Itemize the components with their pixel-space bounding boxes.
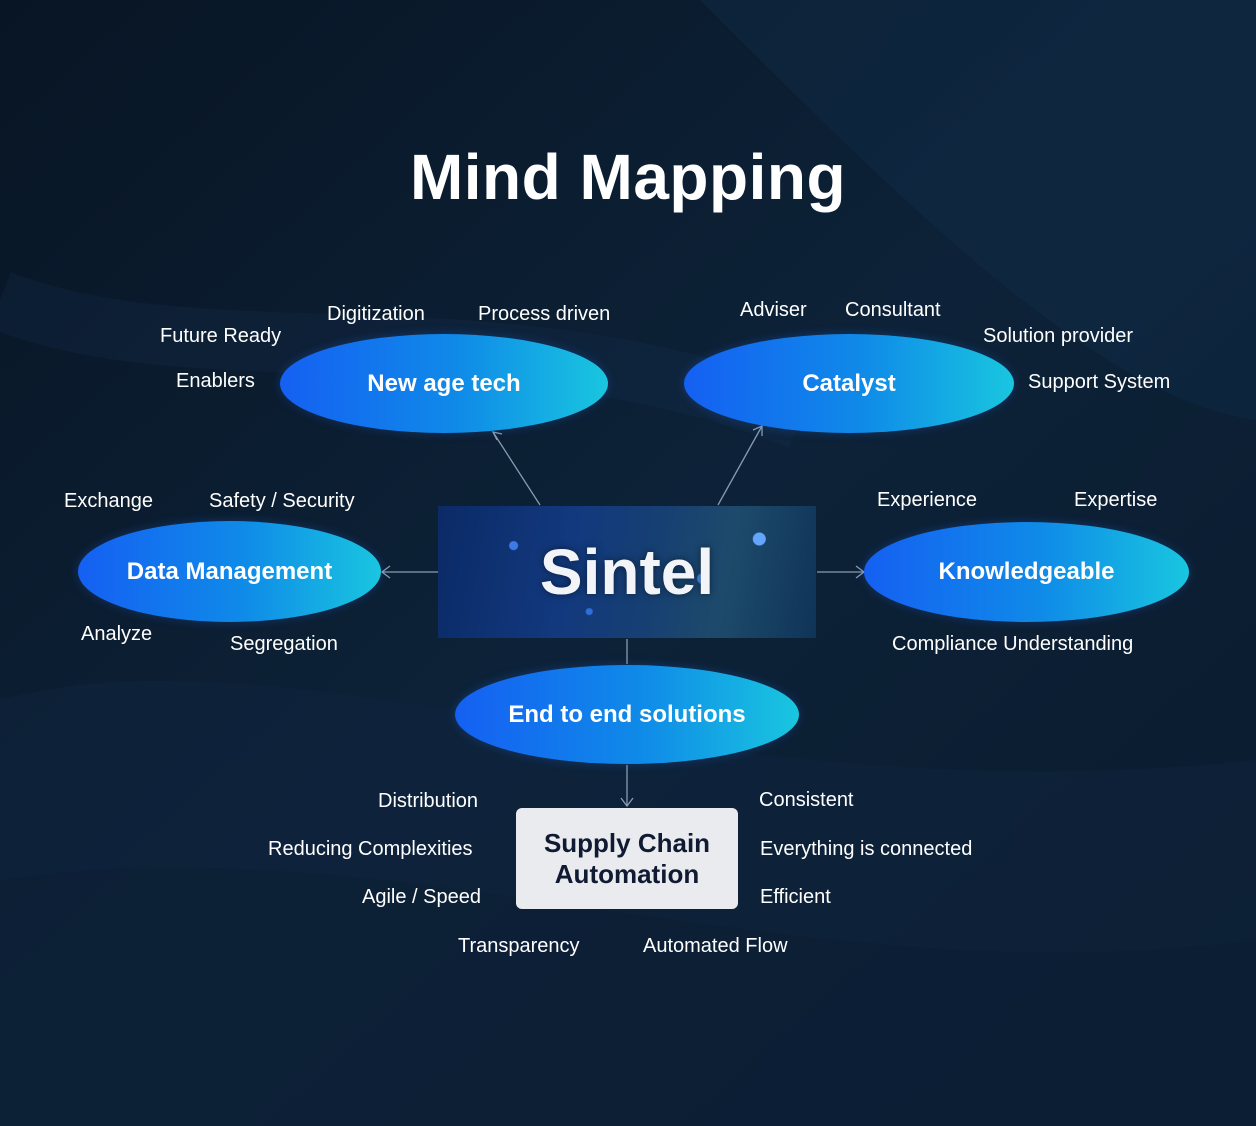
label-process-driven: Process driven: [478, 303, 611, 325]
label-compliance-understanding: Compliance Understanding: [892, 633, 1134, 655]
center-node-sintel: Sintel: [438, 506, 816, 638]
label-agile-speed: Agile / Speed: [362, 886, 481, 908]
page-title: Mind Mapping: [409, 141, 847, 213]
label-adviser: Adviser: [740, 299, 807, 321]
label-expertise: Expertise: [1074, 489, 1158, 511]
node-catalyst: Catalyst: [684, 334, 1014, 433]
node-end-to-end-label: End to end solutions: [508, 700, 746, 728]
node-new-age-tech: New age tech: [280, 334, 608, 433]
node-data-management-label: Data Management: [126, 557, 333, 585]
supply-chain-label: Supply Chain Automation: [543, 827, 711, 889]
node-new-age-tech-label: New age tech: [367, 369, 521, 397]
label-distribution: Distribution: [378, 790, 479, 812]
node-data-management: Data Management: [78, 521, 381, 622]
node-supply-chain-automation: Supply Chain Automation: [516, 808, 738, 909]
label-safety-security: Safety / Security: [209, 490, 355, 512]
node-knowledgeable: Knowledgeable: [864, 522, 1189, 622]
label-automated-flow: Automated Flow: [643, 935, 788, 957]
label-exchange: Exchange: [64, 490, 153, 512]
label-experience: Experience: [877, 489, 978, 511]
label-analyze: Analyze: [81, 623, 153, 645]
label-future-ready: Future Ready: [160, 325, 282, 347]
label-reducing-complexities: Reducing Complexities: [268, 838, 473, 860]
label-enablers: Enablers: [176, 370, 255, 392]
node-knowledgeable-label: Knowledgeable: [938, 558, 1115, 585]
label-efficient: Efficient: [760, 886, 831, 908]
label-solution-provider: Solution provider: [983, 325, 1134, 347]
center-node-label: Sintel: [539, 536, 715, 608]
label-everything-connected: Everything is connected: [760, 838, 973, 860]
node-end-to-end-solutions: End to end solutions: [455, 665, 799, 764]
node-catalyst-label: Catalyst: [802, 369, 896, 397]
label-support-system: Support System: [1028, 371, 1171, 393]
label-digitization: Digitization: [327, 303, 425, 325]
label-consistent: Consistent: [759, 789, 854, 811]
label-segregation: Segregation: [230, 633, 338, 655]
label-consultant: Consultant: [845, 299, 941, 321]
label-transparency: Transparency: [458, 935, 580, 957]
